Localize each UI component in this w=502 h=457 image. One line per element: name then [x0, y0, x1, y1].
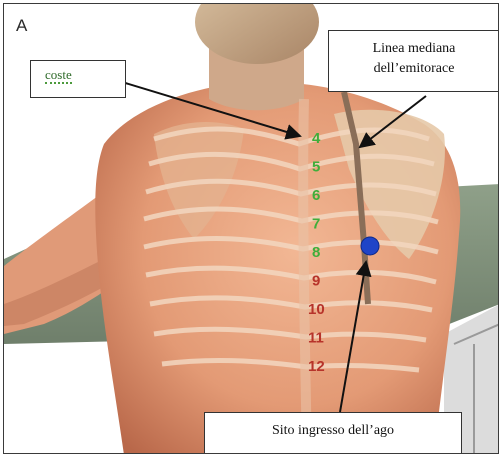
ribs-callout-text: coste: [45, 67, 72, 84]
rib-number-6: 6: [312, 187, 320, 204]
figure-frame: 4 5 6 7 8 9 10 11 12 A coste Linea mediana dell’…: [3, 3, 499, 454]
needle-site-callout-text: Sito ingresso dell’ago: [272, 423, 394, 438]
spine: [303, 99, 307, 454]
needle-insertion-marker: [361, 237, 379, 255]
rib-number-12: 12: [308, 358, 325, 375]
rib-number-7: 7: [312, 216, 320, 233]
ribs-callout: coste: [30, 60, 126, 98]
needle-site-callout: Sito ingresso dell’ago: [204, 412, 462, 454]
panel-label: A: [16, 16, 27, 36]
rib-number-4: 4: [312, 130, 321, 147]
rib-number-11: 11: [308, 330, 324, 347]
rib-number-8: 8: [312, 244, 320, 261]
rib-number-9: 9: [312, 273, 320, 290]
rib-number-10: 10: [308, 301, 325, 318]
midline-callout-line2: dell’emitorace: [329, 59, 499, 79]
rib-number-5: 5: [312, 159, 320, 176]
midline-callout-line1: Linea mediana: [329, 39, 499, 59]
midline-callout: Linea mediana dell’emitorace: [328, 30, 499, 92]
